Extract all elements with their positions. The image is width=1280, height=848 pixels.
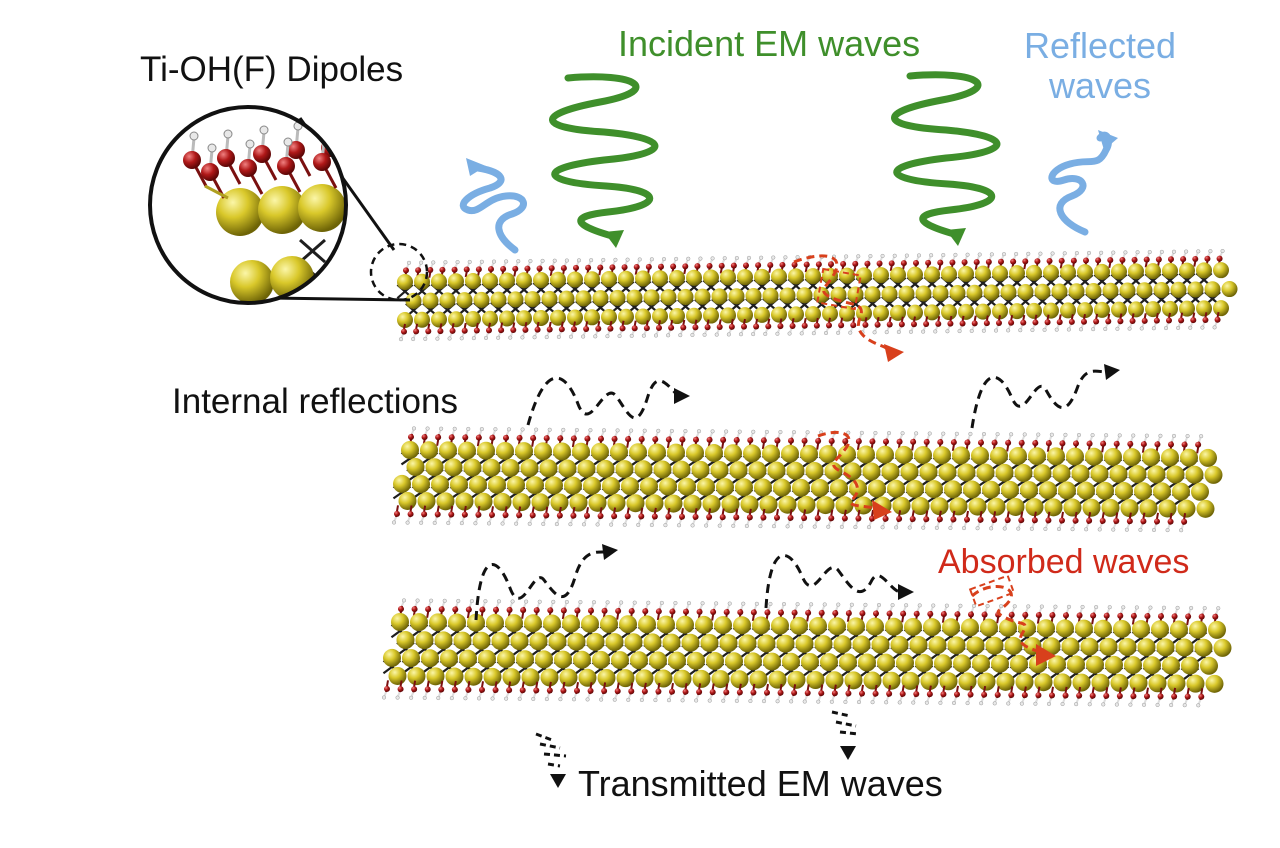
absorbed-wave-1 [793,254,904,362]
incident-wave-left [549,73,659,240]
internal-reflection-2 [970,364,1120,429]
reflected-wave-right [1048,131,1112,236]
reflected-waves-label: Reflected waves [1010,25,1190,107]
oh-termination-bottom [398,312,1221,342]
incident-arrowhead-left [604,230,624,248]
dipole-highlight-circle [369,242,429,302]
internal-reflection-3 [474,544,618,621]
zoom-connector-lower [269,296,411,302]
incident-wave-right [891,71,1001,238]
reflected-label-line2: waves [1048,65,1152,107]
internal-reflection-4 [764,553,914,609]
transmitted-wave-right [831,710,859,760]
transmitted-wave-left [535,732,567,788]
transmitted-waves-label: Transmitted EM waves [578,763,943,804]
internal-reflection-1 [526,376,690,426]
absorbed-wave-2 [817,431,892,520]
reflected-arrowhead-right [1098,130,1118,150]
dipole-zoom-border [148,105,348,305]
mxene-sheet-middle [391,426,1223,533]
absorbed-waves-label: Absorbed waves [938,543,1190,581]
mxene-sheet-top [396,248,1238,342]
ti-atom-layer [383,613,1232,693]
oh-termination-bottom [381,680,1205,708]
reflected-label-line1: Reflected [1023,25,1177,66]
reflected-wave-left [459,164,527,254]
internal-reflections-label: Internal reflections [172,382,458,421]
incident-waves-label: Incident EM waves [618,23,921,64]
mxene-sheet-bottom [381,598,1232,708]
ti-atom-layer [397,262,1238,328]
ti-atom-layer [393,441,1223,518]
reflected-arrowhead-left [466,158,486,176]
dipoles-label: Ti-OH(F) Dipoles [140,50,404,89]
incident-arrowhead-right [946,228,966,246]
dipole-zoom-inset [150,107,346,303]
absorbed-wave-3 [968,574,1056,666]
oh-termination-bottom [391,505,1188,533]
